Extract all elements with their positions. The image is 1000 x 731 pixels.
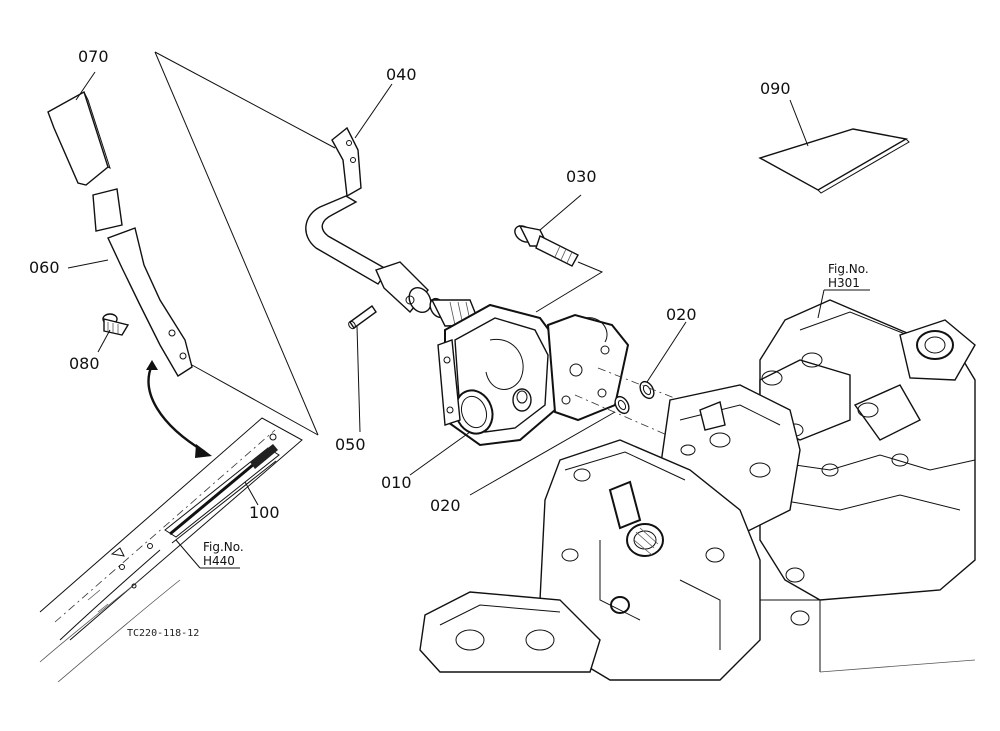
pedal-arm-060 [92, 188, 193, 377]
figure-ref-h440-number: H440 [203, 553, 235, 568]
callout-090: 090 [760, 79, 791, 98]
mounting-arrow [146, 360, 212, 458]
figure-ref-h301[interactable]: Fig.No. H301 [828, 262, 869, 291]
figure-ref-h301-label: Fig.No. [828, 262, 869, 276]
sheet-090 [758, 128, 910, 194]
projection-lines [154, 51, 336, 436]
rod-040 [305, 126, 432, 314]
floor-plate [39, 417, 303, 683]
callout-030: 030 [566, 167, 597, 186]
valve-assembly-010 [429, 297, 630, 447]
figure-ref-h301-number: H301 [828, 275, 860, 290]
figure-ref-h440-label: Fig.No. [203, 540, 244, 554]
pedal-pad-070 [47, 90, 111, 186]
pin-050 [348, 305, 377, 330]
slot-strip-100 [164, 444, 280, 544]
drawing-code: TC220-118-12 [127, 628, 200, 639]
callout-020-lower: 020 [430, 496, 461, 515]
callout-080: 080 [69, 354, 100, 373]
leader-lines [67, 71, 870, 569]
callout-070: 070 [78, 47, 109, 66]
callout-020-upper: 020 [666, 305, 697, 324]
callout-050: 050 [335, 435, 366, 454]
stopper-bolt-080 [102, 313, 130, 336]
o-rings-020 [574, 367, 701, 446]
housing-casting [419, 299, 976, 681]
callout-100: 100 [249, 503, 280, 522]
figure-ref-h440[interactable]: Fig.No. H440 [203, 540, 244, 569]
callout-010: 010 [381, 473, 412, 492]
callout-060: 060 [29, 258, 60, 277]
bolt-030 [514, 225, 604, 313]
callout-040: 040 [386, 65, 417, 84]
